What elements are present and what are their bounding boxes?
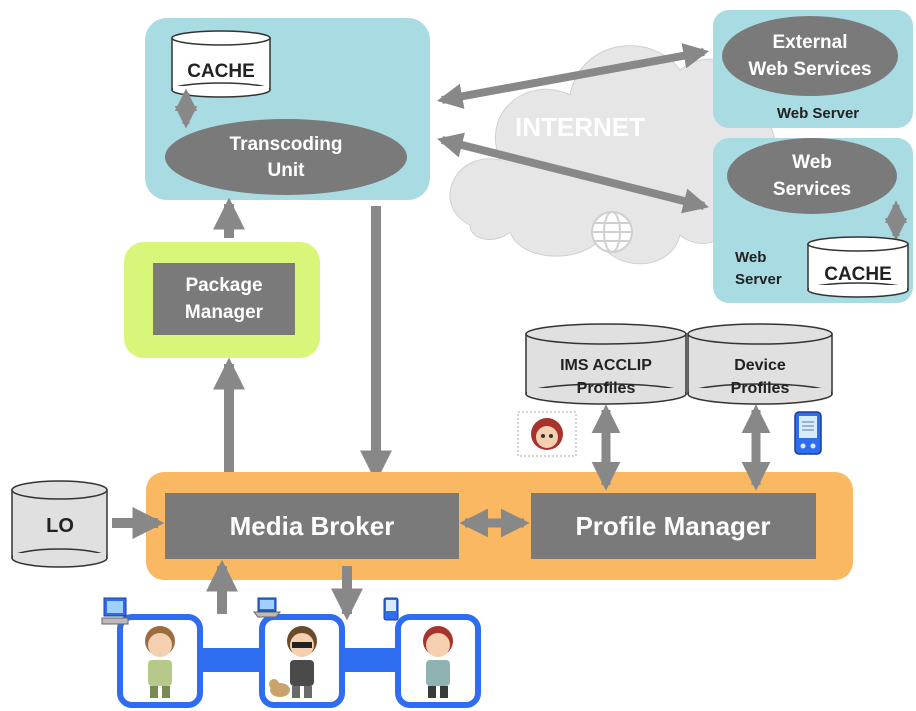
device-profiles-line1: Device [734,357,786,374]
media-broker-label: Media Broker [230,511,395,541]
avatar-icon [517,411,577,457]
user-with-desktop [117,614,203,708]
transcoding-unit: Transcoding Unit [165,119,407,195]
lo-label: LO [46,515,74,537]
web-server-cache-label: CACHE [824,264,892,285]
device-profiles-db: Device Profiles [687,323,833,405]
package-manager-line2: Manager [185,302,264,323]
dog-icon [269,679,290,697]
external-server-label: Web Server [777,105,859,122]
package-manager-box: Package Manager [124,242,320,358]
desktop-computer-icon [101,597,129,625]
internet-label: INTERNET [515,112,645,142]
pda-icon [794,411,822,455]
pda-icon [383,597,399,621]
ims-profiles-line2: Profiles [577,380,636,397]
users-strip [101,597,481,708]
transcoding-unit-line1: Transcoding [230,134,343,155]
external-web-server: External Web Services Web Server [713,10,913,128]
transcoding-server: CACHE Transcoding Unit [145,18,430,200]
ims-acclip-profiles-db: IMS ACCLIP Profiles [525,323,687,405]
transcoding-webservices-arrow [437,132,709,214]
profile-manager-label: Profile Manager [575,511,770,541]
laptop-icon [252,597,282,618]
web-services-line1: Web [792,152,832,173]
transcoding-cache: CACHE [171,30,271,98]
package-manager-line1: Package [185,275,262,296]
profile-manager: Profile Manager [531,493,816,559]
user-with-pda [395,614,481,708]
web-server-cache: CACHE [807,236,909,298]
transcoding-unit-line2: Unit [268,160,306,181]
device-profiles-line2: Profiles [731,380,790,397]
web-services-line2: Services [773,179,851,200]
external-services-line2: Web Services [748,59,871,80]
ims-profiles-line1: IMS ACCLIP [560,357,652,374]
web-server-line2: Server [735,271,782,288]
web-server-line1: Web [735,249,766,266]
transcoding-external-arrow [436,43,710,109]
globe-icon [591,211,633,253]
lo-db: LO [11,480,108,568]
transcoding-cache-label: CACHE [187,61,255,82]
media-broker: Media Broker [165,493,459,559]
web-server: Web Services Web Server CACHE [713,138,913,303]
external-services-line1: External [773,32,848,53]
user-with-laptop [259,614,345,708]
